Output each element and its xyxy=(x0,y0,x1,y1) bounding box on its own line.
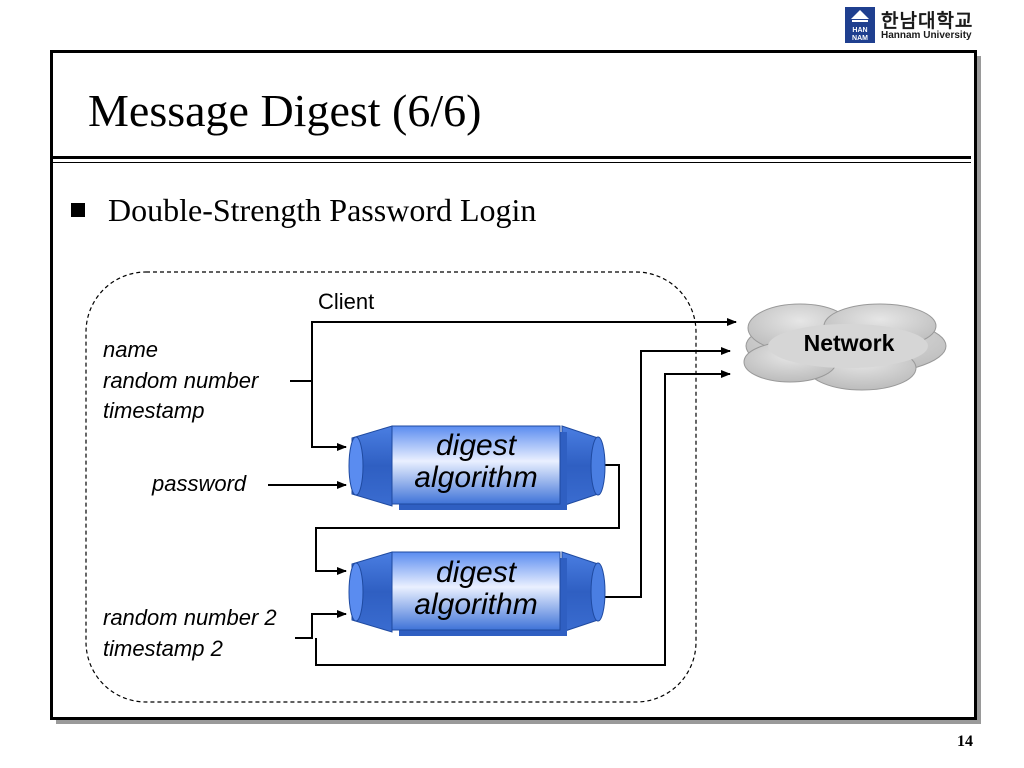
input-timestamp-2: timestamp 2 xyxy=(103,636,223,661)
client-boundary xyxy=(85,271,697,703)
digest2-line1: digest xyxy=(436,556,518,589)
client-label: Client xyxy=(318,289,374,314)
logo-korean-name: 한남대학교 xyxy=(881,10,974,32)
digest2-to-network-line xyxy=(601,347,731,598)
digest1-line2: algorithm xyxy=(414,461,537,494)
client-to-network-line xyxy=(290,318,737,382)
input-random-number: random number xyxy=(103,368,260,393)
logo-mark-icon: HAN NAM xyxy=(845,7,875,43)
input-timestamp: timestamp xyxy=(103,398,204,423)
university-logo: HAN NAM 한남대학교 Hannam University xyxy=(845,7,980,43)
inputs2-to-digest2-line xyxy=(295,610,347,639)
logo-mark-text-nam: NAM xyxy=(852,35,868,42)
random2-to-network-line xyxy=(315,370,731,666)
digest1-line1: digest xyxy=(436,429,518,462)
page-number: 14 xyxy=(957,733,973,750)
password-label: password xyxy=(151,471,247,496)
input-name: name xyxy=(103,337,158,362)
digest-algorithm-1: digest algorithm xyxy=(348,425,606,510)
digest2-line2: algorithm xyxy=(414,588,537,621)
bullet-text: Double-Strength Password Login xyxy=(108,192,537,228)
square-bullet-icon xyxy=(71,203,85,217)
title-rule-thin xyxy=(53,162,971,163)
network-label: Network xyxy=(804,330,895,356)
input-random-number-2: random number 2 xyxy=(103,605,277,630)
inputs-to-digest1-line xyxy=(311,381,347,451)
slide-title: Message Digest (6/6) xyxy=(88,85,482,136)
network-cloud xyxy=(743,303,947,391)
logo-english-name: Hannam University xyxy=(881,30,972,41)
digest1-to-digest2-line xyxy=(315,464,620,575)
logo-mark-text-han: HAN xyxy=(852,27,867,34)
title-rule-thick xyxy=(53,156,971,159)
digest-algorithm-2: digest algorithm xyxy=(348,551,606,636)
